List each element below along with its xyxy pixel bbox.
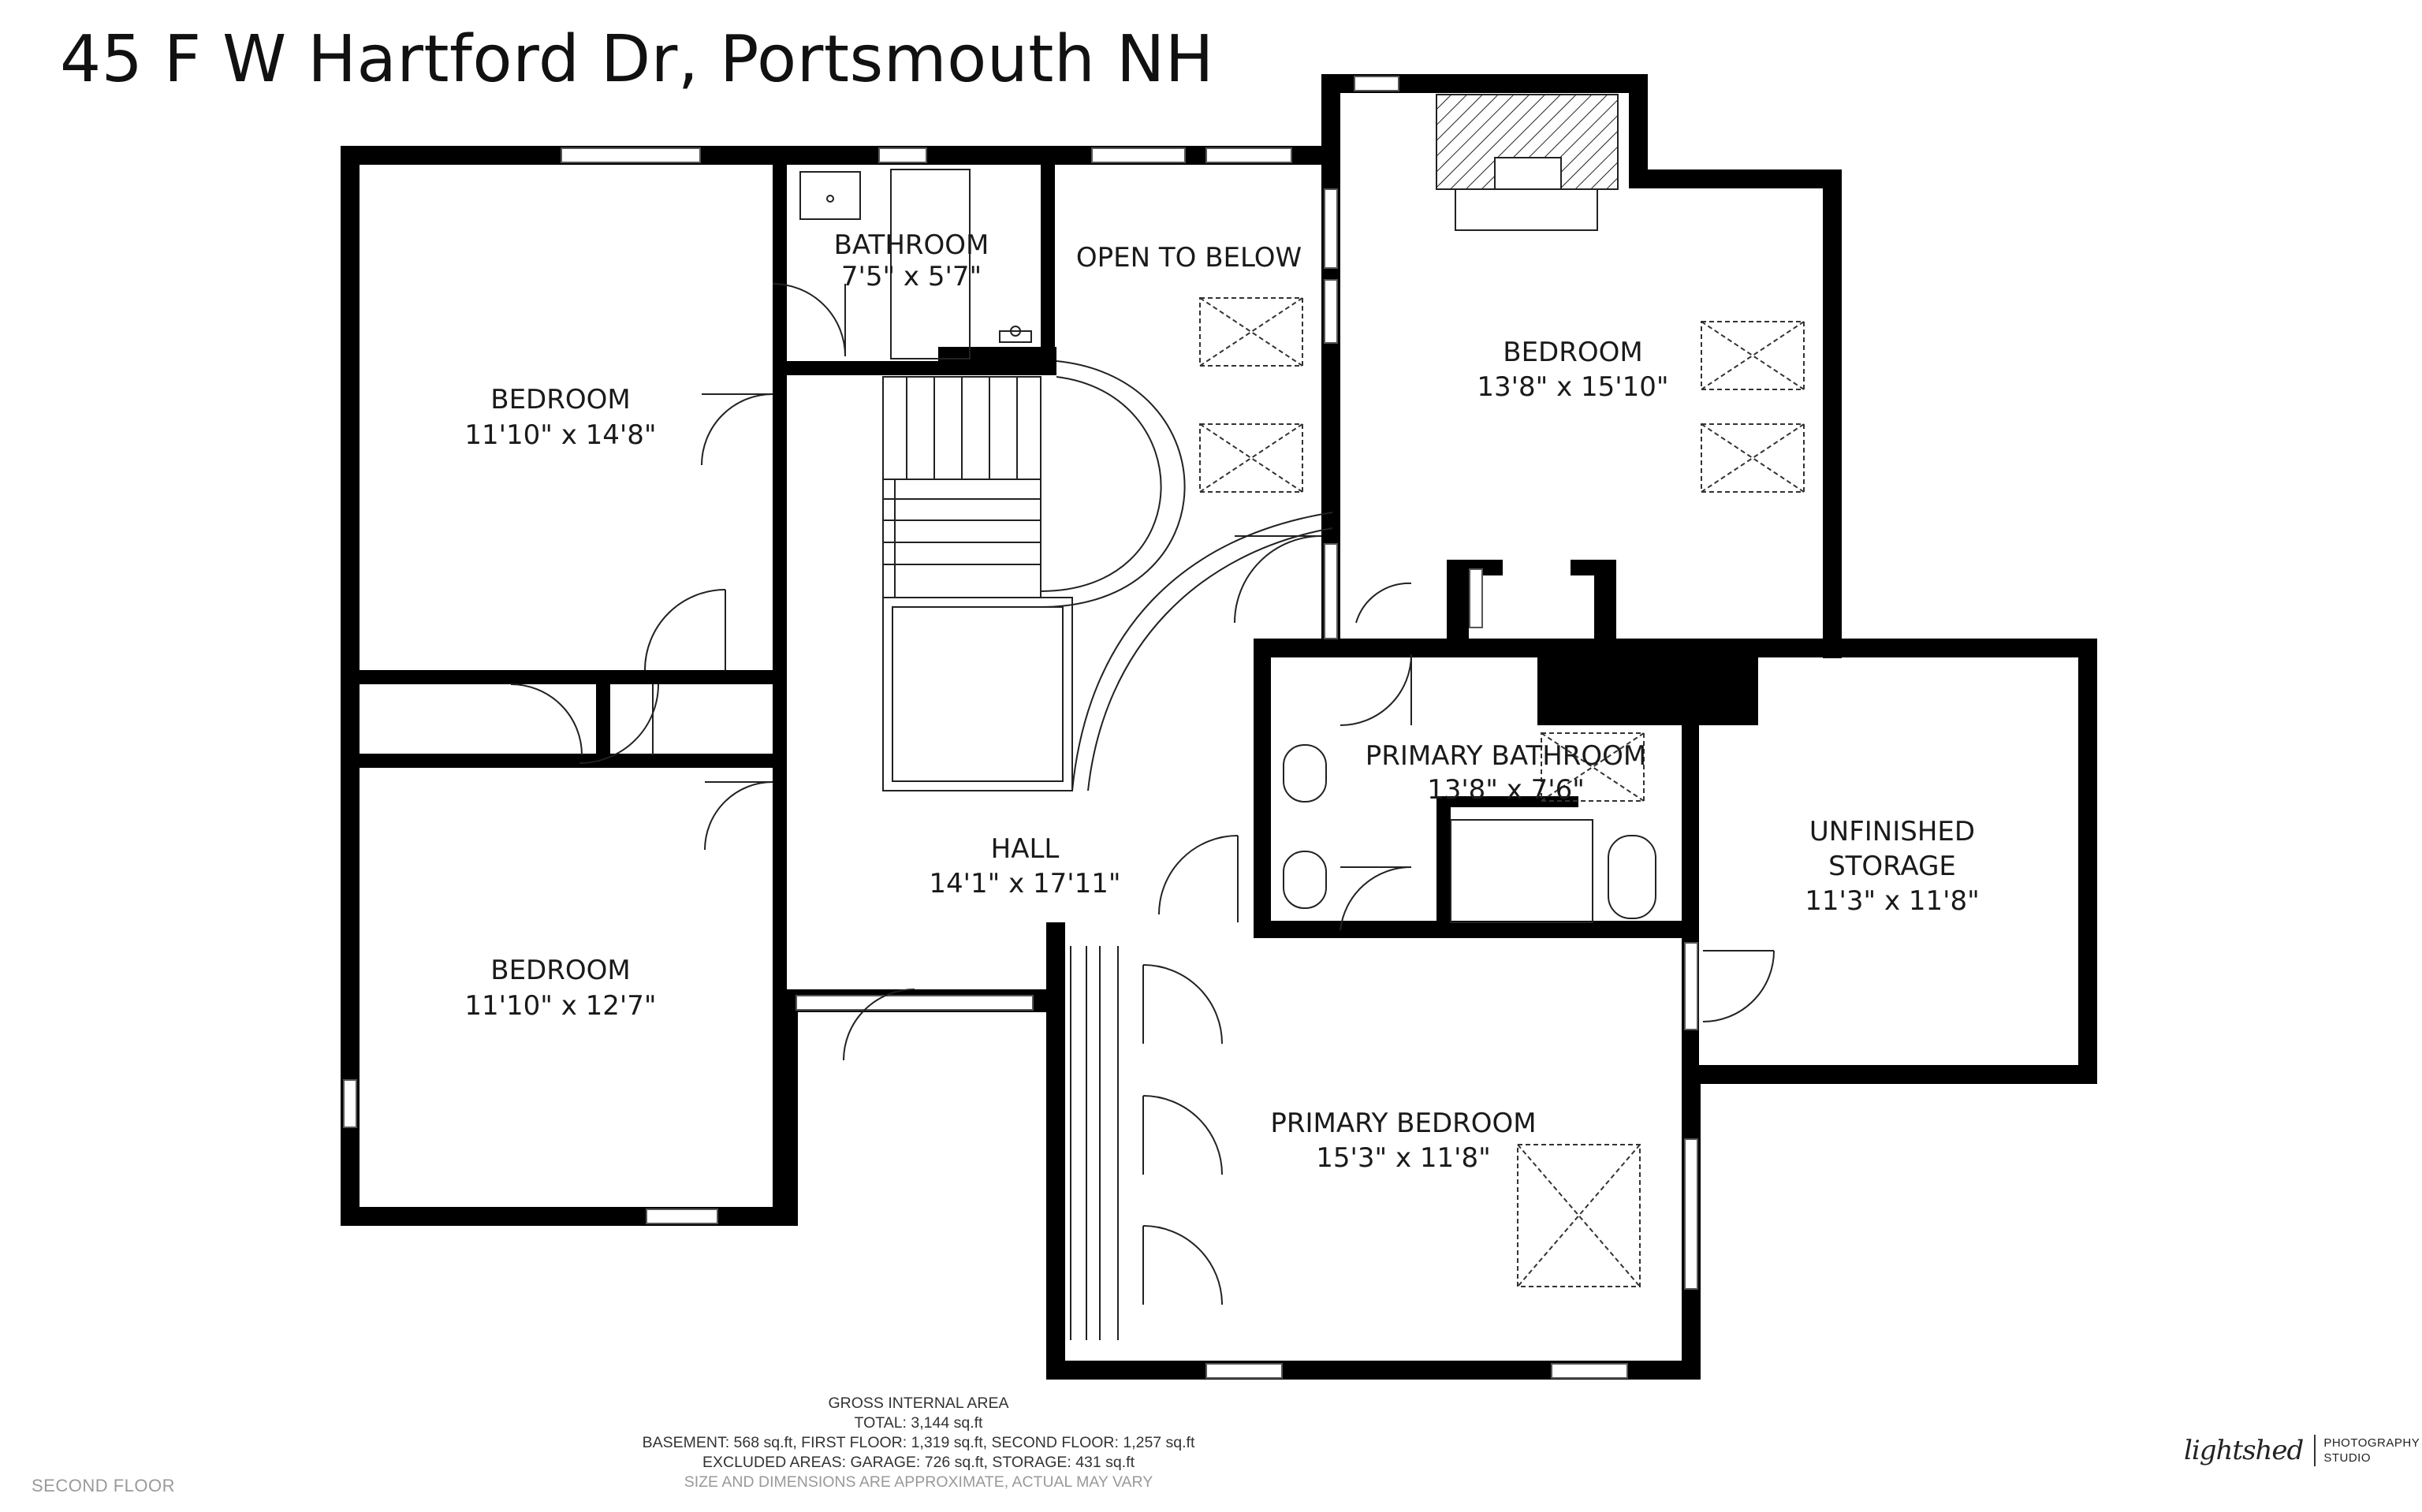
floor-label: SECOND FLOOR: [32, 1476, 176, 1495]
hall-dims: 14'1" x 17'11": [929, 868, 1120, 899]
primary-bathroom-dims: 13'8" x 7'6": [1427, 774, 1585, 806]
area-total: TOTAL: 3,144 sq.ft: [854, 1414, 983, 1432]
gross-area-summary: GROSS INTERNAL AREA TOTAL: 3,144 sq.ft B…: [0, 1394, 1837, 1492]
brand-line2: STUDIO: [2323, 1451, 2371, 1465]
room-labels: BEDROOM 11'10" x 14'8" BATHROOM 7'5" x 5…: [464, 229, 1979, 1174]
bedroom-ne-dims: 13'8" x 15'10": [1477, 371, 1668, 403]
primary-bathroom-name: PRIMARY BATHROOM: [1366, 740, 1647, 772]
doors: [510, 283, 1775, 1305]
bathroom-name: BATHROOM: [834, 229, 989, 261]
brand-studio: PHOTOGRAPHY STUDIO: [2316, 1436, 2420, 1465]
area-title: GROSS INTERNAL AREA: [828, 1395, 1009, 1412]
property-address: 45 F W Hartford Dr, Portsmouth NH: [60, 22, 1214, 97]
hall-name: HALL: [991, 833, 1060, 865]
skylights: [1199, 297, 1805, 1287]
fireplace-icon: [1436, 94, 1619, 231]
bathroom-dims: 7'5" x 5'7": [841, 261, 982, 292]
bedroom-nw-name: BEDROOM: [490, 384, 630, 415]
unfinished-storage-line1: UNFINISHED: [1809, 816, 1975, 847]
bedroom-ne-name: BEDROOM: [1503, 337, 1642, 368]
brand-signature: lightshed: [2184, 1435, 2316, 1466]
bedroom-sw-name: BEDROOM: [490, 955, 630, 986]
unfinished-storage-dims: 11'3" x 11'8": [1805, 885, 1980, 917]
bathroom-fixtures-icon: [799, 169, 1656, 923]
brand-line1: PHOTOGRAPHY: [2323, 1436, 2420, 1450]
unfinished-storage-line2: STORAGE: [1828, 851, 1956, 882]
open-to-below-label: OPEN TO BELOW: [1076, 242, 1302, 274]
staircase: [882, 360, 1333, 791]
area-disclaimer: SIZE AND DIMENSIONS ARE APPROXIMATE, ACT…: [684, 1473, 1153, 1491]
primary-bedroom-dims: 15'3" x 11'8": [1316, 1142, 1491, 1174]
area-excluded: EXCLUDED AREAS: GARAGE: 726 sq.ft, STORA…: [702, 1454, 1135, 1471]
primary-bedroom-name: PRIMARY BEDROOM: [1270, 1108, 1536, 1139]
bedroom-sw-dims: 11'10" x 12'7": [464, 990, 656, 1022]
brand-logo: lightshed PHOTOGRAPHY STUDIO: [2184, 1425, 2420, 1476]
bedroom-nw-dims: 11'10" x 14'8": [464, 419, 656, 451]
closet-shelves: [1070, 946, 1119, 1340]
windows: [343, 76, 1698, 1379]
area-floors: BASEMENT: 568 sq.ft, FIRST FLOOR: 1,319 …: [642, 1434, 1195, 1451]
